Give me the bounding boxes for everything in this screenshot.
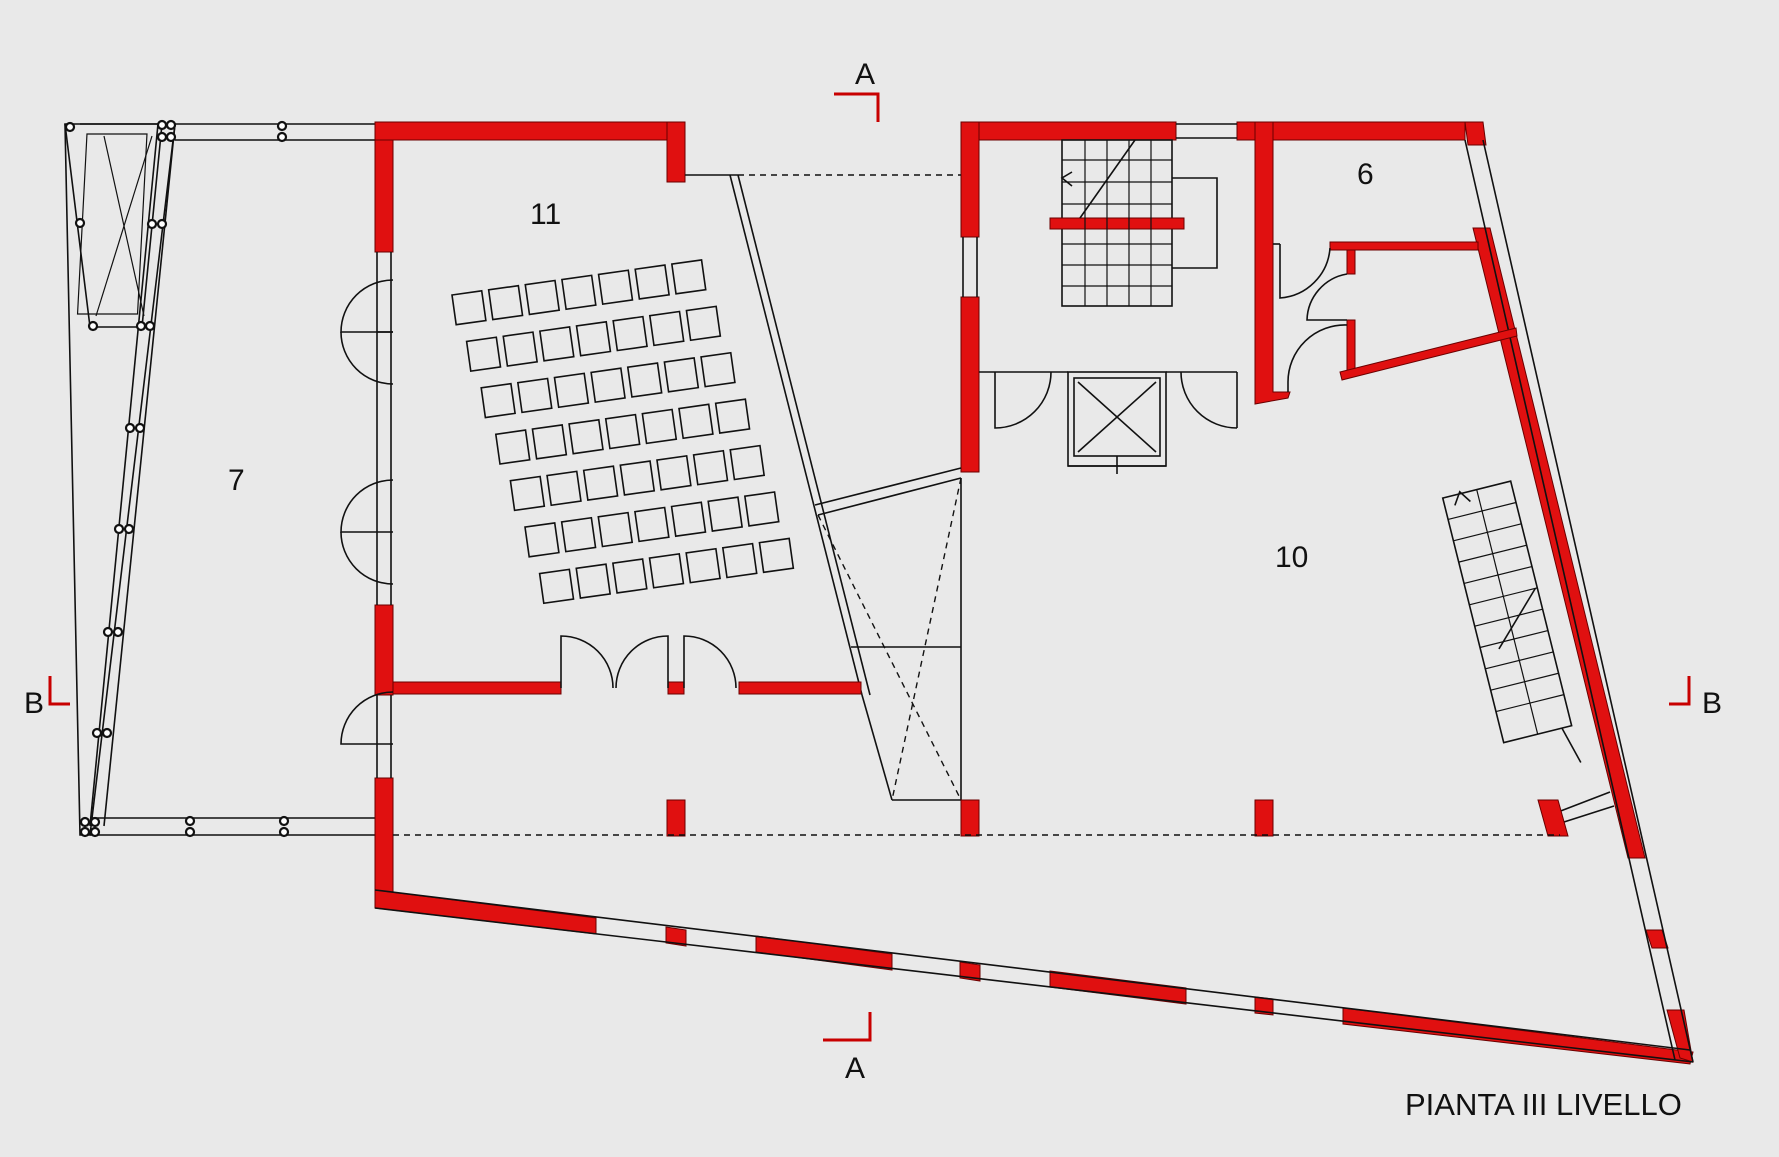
section-label-a-bottom: A [845,1052,865,1085]
central-void [814,467,962,801]
outer-walls [374,121,1694,1065]
pillars [393,799,1569,837]
room-label-11: 11 [530,198,561,231]
auditorium-room [340,174,961,745]
glazing-lines [374,123,1694,1063]
side-stair-landing [1557,791,1611,813]
side-stair-landing-2 [1563,805,1615,823]
stair-core [979,139,1238,474]
service-rooms [1254,121,1518,405]
plan-title: PIANTA III LIVELLO [1405,1087,1682,1122]
room-label-7: 7 [228,464,245,497]
side-stair [1441,480,1582,763]
auditorium-seats [451,259,795,605]
section-label-a-top: A [855,58,875,91]
room-label-10: 10 [1275,541,1308,574]
room-label-6: 6 [1357,158,1374,191]
section-markers [48,92,1691,1042]
section-label-b-right: B [1702,687,1722,720]
section-label-b-left: B [24,687,44,720]
terrace-frame [64,123,375,836]
terrace-posts [64,119,290,838]
